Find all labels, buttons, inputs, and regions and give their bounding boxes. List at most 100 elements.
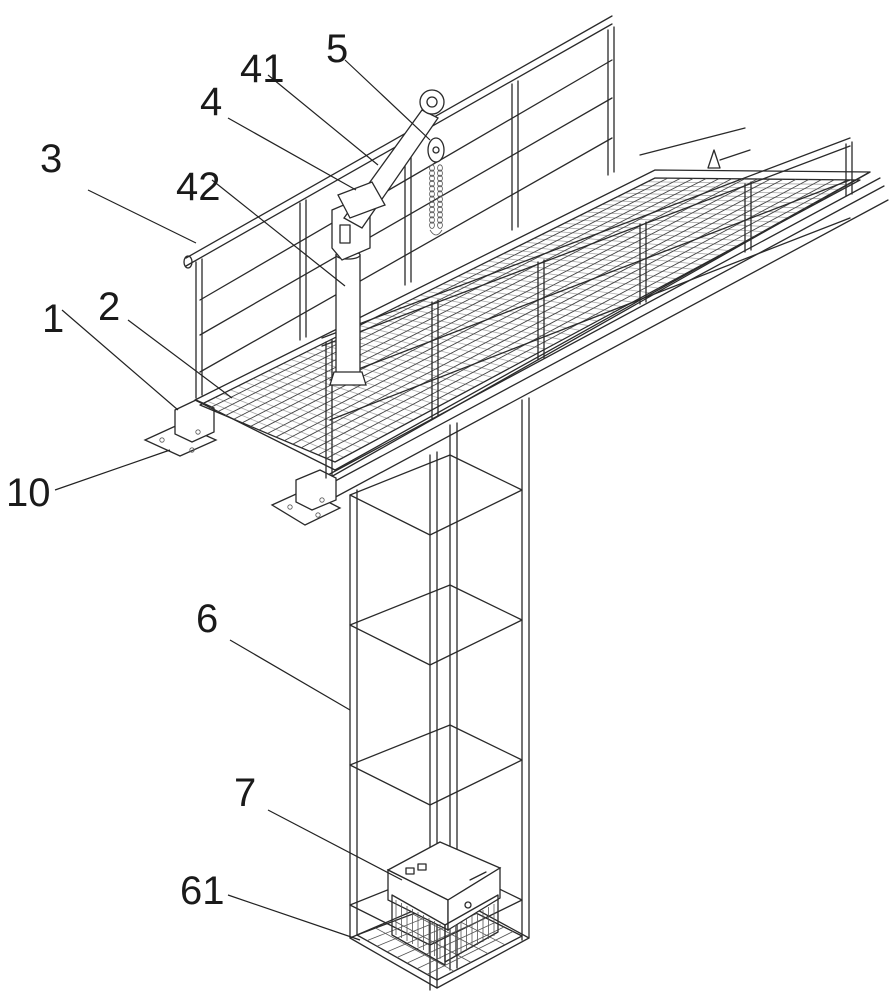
deck-crossbar — [526, 241, 712, 261]
deck-crossbar — [579, 215, 773, 228]
chain-link — [437, 180, 443, 188]
deck-crossbar — [503, 253, 686, 275]
deck-crossbar — [381, 313, 546, 350]
deck-crossbar — [245, 381, 388, 435]
deck-crossbar — [632, 188, 834, 195]
chain-loop — [429, 229, 443, 236]
deck-crossbar — [533, 238, 721, 256]
left-beam — [143, 399, 218, 457]
deck-crossbar — [252, 378, 397, 430]
deck-crossbar — [571, 219, 764, 233]
deck-crossbar — [336, 336, 493, 378]
label-42: 42 — [176, 165, 221, 209]
platform-deck — [194, 169, 871, 471]
tower-ring — [349, 584, 523, 666]
grate-bar — [375, 927, 455, 972]
chain-link — [429, 195, 435, 203]
deck-crossbar — [541, 234, 729, 251]
chain-link — [429, 200, 435, 208]
handrail-front — [321, 137, 853, 479]
label-3: 3 — [40, 137, 62, 181]
deck-crossbar — [450, 279, 624, 308]
chain-link — [437, 221, 443, 229]
deck-crossbar — [260, 374, 406, 425]
deck-crossbar — [230, 389, 371, 444]
deck-crossbar — [488, 260, 668, 284]
deck-crossbar — [563, 223, 756, 237]
label-41: 41 — [240, 47, 285, 91]
chain-hoist — [427, 137, 445, 236]
crane-jib — [337, 89, 445, 229]
label-10: 10 — [6, 471, 51, 515]
deck-crossbar — [207, 400, 344, 458]
chain-link — [437, 206, 443, 214]
deck-crossbar — [586, 211, 782, 223]
deck-crossbar — [518, 245, 703, 265]
label-6: 6 — [196, 597, 218, 641]
deck-crossbar — [397, 306, 563, 341]
handrail-far — [639, 127, 751, 169]
chain-link — [429, 180, 435, 188]
deck-crossbar — [472, 268, 651, 294]
deck-crossbar — [215, 397, 353, 453]
chain-link — [429, 190, 435, 198]
deck-crossbar — [374, 317, 537, 355]
deck-crossbar — [442, 283, 616, 312]
leader-lines — [54, 59, 431, 941]
equipment-box — [386, 841, 502, 966]
deck-crossbar — [609, 200, 808, 209]
chain-link — [429, 174, 435, 182]
deck-crossbar — [647, 181, 852, 186]
chain-link — [429, 206, 435, 214]
label-1: 1 — [42, 297, 64, 341]
deck-crossbar — [465, 272, 642, 298]
deck-crossbar — [427, 291, 598, 322]
deck-crossbar — [298, 355, 449, 402]
grate-bar — [396, 917, 487, 958]
deck-crossbar — [222, 393, 362, 449]
label-61: 61 — [180, 869, 225, 913]
tower-ring — [349, 454, 523, 536]
deck-crossbar — [601, 204, 799, 214]
chain-link — [429, 216, 435, 224]
chain-link — [437, 169, 443, 177]
deck-crossbar — [275, 366, 423, 416]
deck-crossbar — [594, 207, 791, 218]
deck-crossbar — [237, 385, 379, 439]
deck-crossbar — [283, 363, 432, 411]
chain-link — [429, 185, 435, 193]
deck-crossbar — [351, 328, 511, 369]
tower-frame — [349, 397, 530, 991]
deck-crossbar — [556, 226, 747, 242]
chain-link — [437, 216, 443, 224]
grate-bar — [426, 931, 514, 975]
label-7: 7 — [234, 771, 256, 815]
deck-crossbar — [510, 249, 694, 270]
chain-link — [437, 185, 443, 193]
deck-crossbar — [412, 298, 581, 331]
chain-link — [429, 169, 435, 177]
label-2: 2 — [98, 285, 120, 329]
deck-crossbar — [366, 321, 528, 359]
deck-crossbar — [343, 332, 502, 374]
deck-crossbar — [617, 196, 817, 204]
chain-link — [429, 164, 435, 172]
chain-link — [437, 174, 443, 182]
label-4: 4 — [200, 80, 222, 124]
tower-ring — [349, 724, 523, 806]
grate-bar — [406, 922, 496, 964]
deck-crossbar — [457, 275, 633, 303]
chain-link — [437, 200, 443, 208]
chain-link — [429, 221, 435, 229]
deck-crossbar — [419, 294, 589, 327]
deck-crossbar — [548, 230, 738, 247]
deck-crossbar — [480, 264, 659, 289]
label-5: 5 — [326, 27, 348, 71]
part-labels: 1 2 3 4 5 6 7 10 41 42 61 — [6, 27, 348, 913]
deck-crossbar — [624, 192, 826, 200]
grate-bar — [416, 926, 505, 970]
grate-bar — [394, 920, 472, 963]
chain-link — [437, 190, 443, 198]
deck-crossbar — [268, 370, 414, 421]
